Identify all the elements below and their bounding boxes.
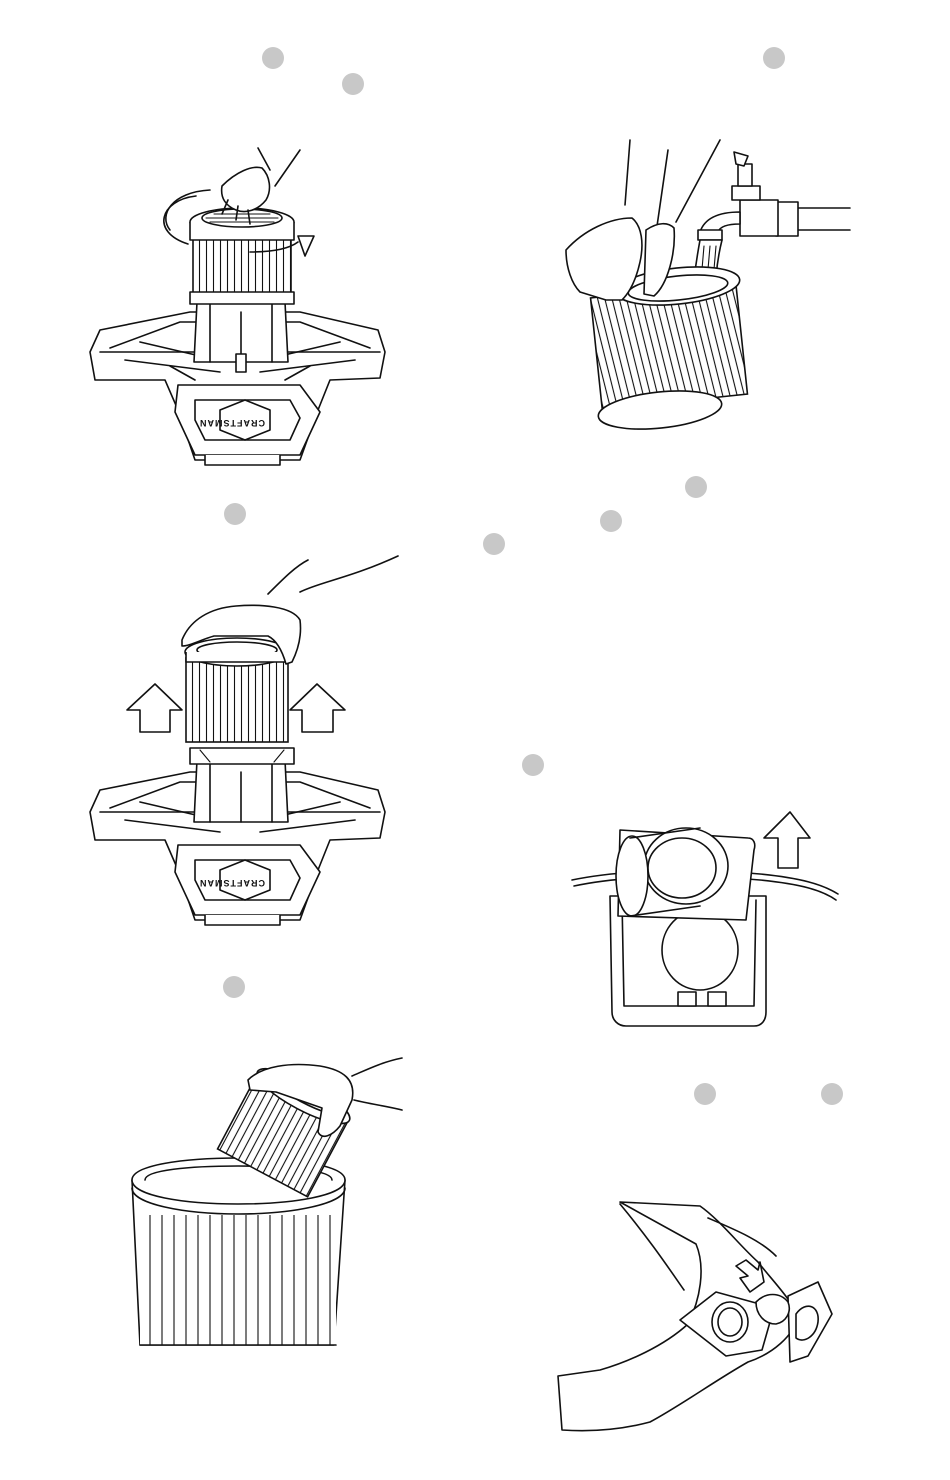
dust-bag-illustration [558,1202,832,1431]
brand-logo: CRAFTSMAN [199,418,265,428]
trash-can-illustration [132,1058,402,1345]
brand-logo: CRAFTSMAN [199,878,265,888]
rinse-filter-illustration [566,140,850,434]
rotate-filter-illustration: CRAFTSMAN [90,148,385,465]
lift-filter-illustration: CRAFTSMAN [90,556,398,925]
deflector-illustration [572,812,838,1026]
